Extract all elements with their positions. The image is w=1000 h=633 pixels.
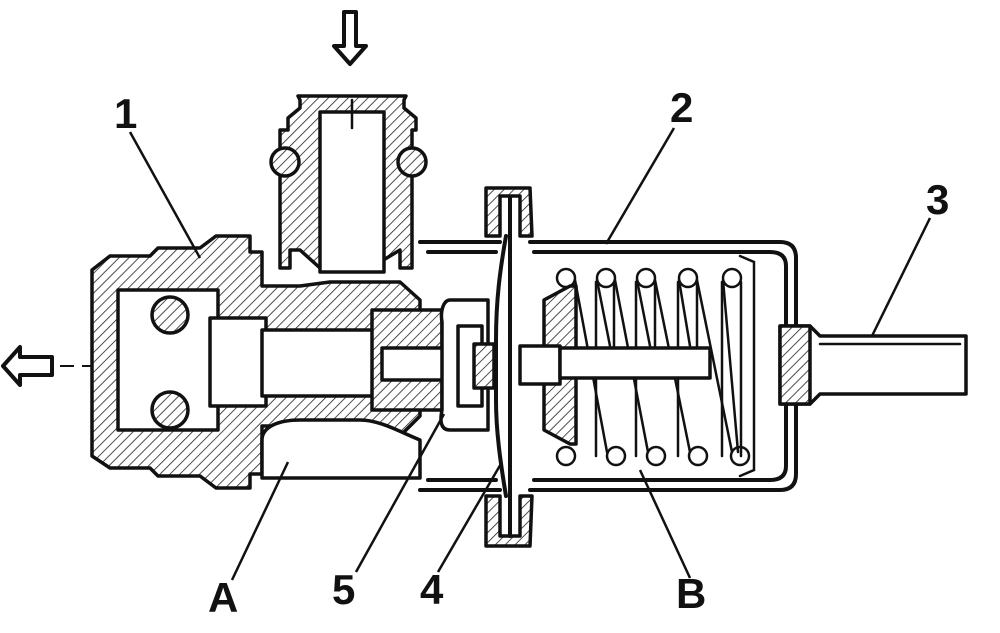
inlet-o-ring-right — [396, 146, 428, 178]
leader-4 — [436, 461, 504, 573]
arrow-left-icon — [1, 345, 54, 387]
vacuum-nipple — [778, 324, 968, 406]
leader-2 — [604, 127, 676, 245]
inlet-fitting — [269, 94, 428, 274]
body-left-housing — [90, 234, 422, 490]
valve-cup — [439, 298, 496, 432]
label-part-5: 5 — [332, 566, 355, 613]
label-chamber-b: B — [676, 570, 706, 617]
inlet-bore — [318, 110, 386, 274]
inlet-o-ring-left — [269, 146, 301, 178]
outlet-o-ring-top — [150, 295, 190, 335]
leader-b — [638, 469, 692, 579]
leader-3 — [870, 217, 932, 337]
diaphragm-flange — [484, 186, 534, 548]
label-part-3: 3 — [926, 176, 949, 223]
label-part-1: 1 — [114, 90, 137, 137]
leader-1 — [128, 131, 202, 259]
leader-a — [230, 461, 290, 581]
valve-stem — [558, 346, 712, 380]
leader-5 — [354, 413, 446, 573]
label-chamber-a: A — [208, 574, 238, 621]
label-part-2: 2 — [670, 84, 693, 131]
chamber-a-space — [260, 418, 422, 480]
label-part-4: 4 — [420, 566, 444, 613]
arrow-down-icon — [332, 10, 368, 66]
diaphragm — [494, 234, 508, 498]
leader-lines — [128, 127, 932, 581]
spring-housing — [418, 240, 798, 492]
outlet-o-ring-bottom — [150, 390, 190, 430]
